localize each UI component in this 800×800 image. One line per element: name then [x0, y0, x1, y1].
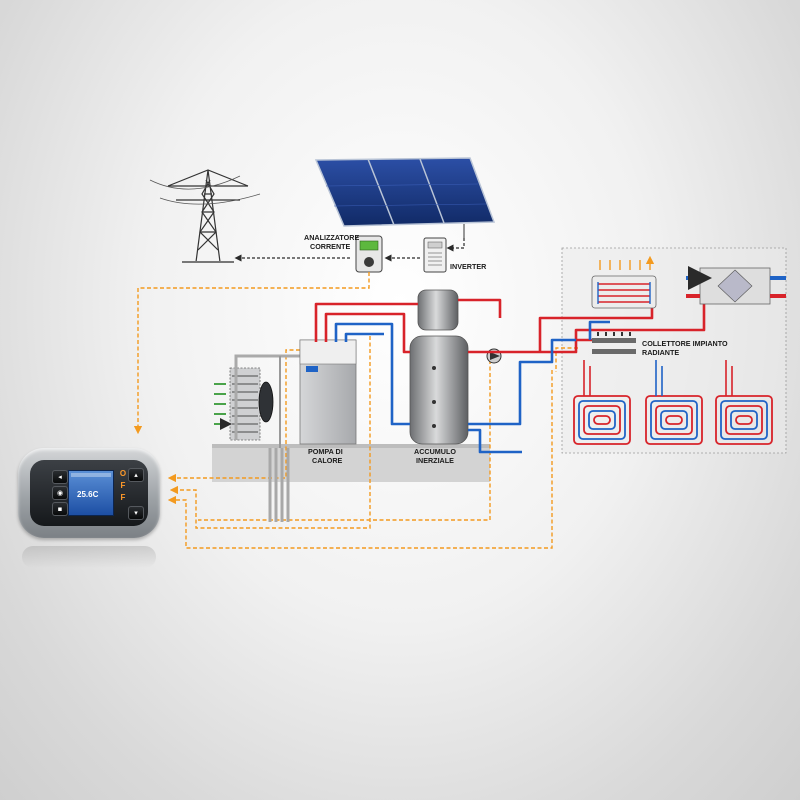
thermostat-controller[interactable]: ◂ ◉ ▪ ▴ ▾ 25.6C O F F [18, 448, 160, 538]
floor-feed-0 [583, 360, 591, 396]
floor-loop-1-0 [645, 395, 703, 445]
controller-display: 25.6C [68, 470, 114, 516]
label-pompa: POMPA DI [308, 447, 343, 456]
off-letter-o: O [119, 469, 127, 478]
floor-loop-1-1 [650, 400, 698, 440]
pylon-icon [149, 169, 261, 263]
geothermal-probe [268, 356, 290, 522]
manifold-icon [592, 332, 636, 354]
floor-heating-icon [573, 360, 773, 445]
floor-loop-0-1 [578, 400, 626, 440]
controller-button-up[interactable]: ▴ [128, 468, 144, 482]
floor-loop-2-3 [730, 410, 758, 430]
off-letter-f1: F [120, 481, 126, 490]
label-radiante: RADIANTE [642, 348, 679, 357]
display-temperature: 25.6C [77, 490, 99, 499]
label-analizzatore: ANALIZZATORE [304, 233, 359, 242]
buffer-tank-icon [409, 289, 469, 445]
floor-loop-0-0 [573, 395, 631, 445]
floor-loop-1-2 [655, 405, 693, 435]
floor-loop-2-4 [735, 415, 753, 425]
display-off-indicator: O F F [117, 468, 129, 504]
off-letter-f2: F [120, 493, 126, 502]
heat-recovery-icon [686, 266, 786, 305]
floor-loop-1-3 [660, 410, 688, 430]
heat-pump-icon [299, 339, 357, 445]
controller-button-down[interactable]: ▾ [128, 506, 144, 520]
label-inverter: INVERTER [450, 262, 487, 271]
meter-icon [355, 235, 383, 273]
floor-feed-1 [655, 360, 663, 396]
fan-icon [214, 354, 300, 441]
floor-loop-2-0 [715, 395, 773, 445]
label-calore: CALORE [312, 456, 343, 465]
controller-button-1[interactable]: ◂ [52, 470, 68, 484]
label-accumulo: ACCUMULO [414, 447, 456, 456]
floor-loop-0-3 [588, 410, 616, 430]
signal-lines [133, 272, 578, 549]
label-corrente: CORRENTE [310, 242, 351, 251]
hot-pipes [314, 298, 706, 354]
floor-loop-1-4 [665, 415, 683, 425]
cold-pipes [334, 320, 610, 454]
controller-button-2[interactable]: ◉ [52, 486, 68, 500]
power-lines [234, 238, 465, 262]
display-status-strip [71, 473, 111, 477]
controller-reflection [22, 546, 156, 568]
floor-loop-2-2 [725, 405, 763, 435]
floor-loop-0-4 [593, 415, 611, 425]
inverter-icon [423, 237, 447, 273]
floor-loop-2-1 [720, 400, 768, 440]
radiator-icon [591, 260, 657, 309]
floor-platform [212, 444, 490, 482]
label-inerziale: INERZIALE [416, 456, 454, 465]
label-collettore: COLLETTORE IMPIANTO [642, 339, 728, 348]
floor-loop-0-2 [583, 405, 621, 435]
controller-button-3[interactable]: ▪ [52, 502, 68, 516]
floor-feed-2 [725, 360, 733, 396]
solar-panel-icon [314, 157, 496, 238]
